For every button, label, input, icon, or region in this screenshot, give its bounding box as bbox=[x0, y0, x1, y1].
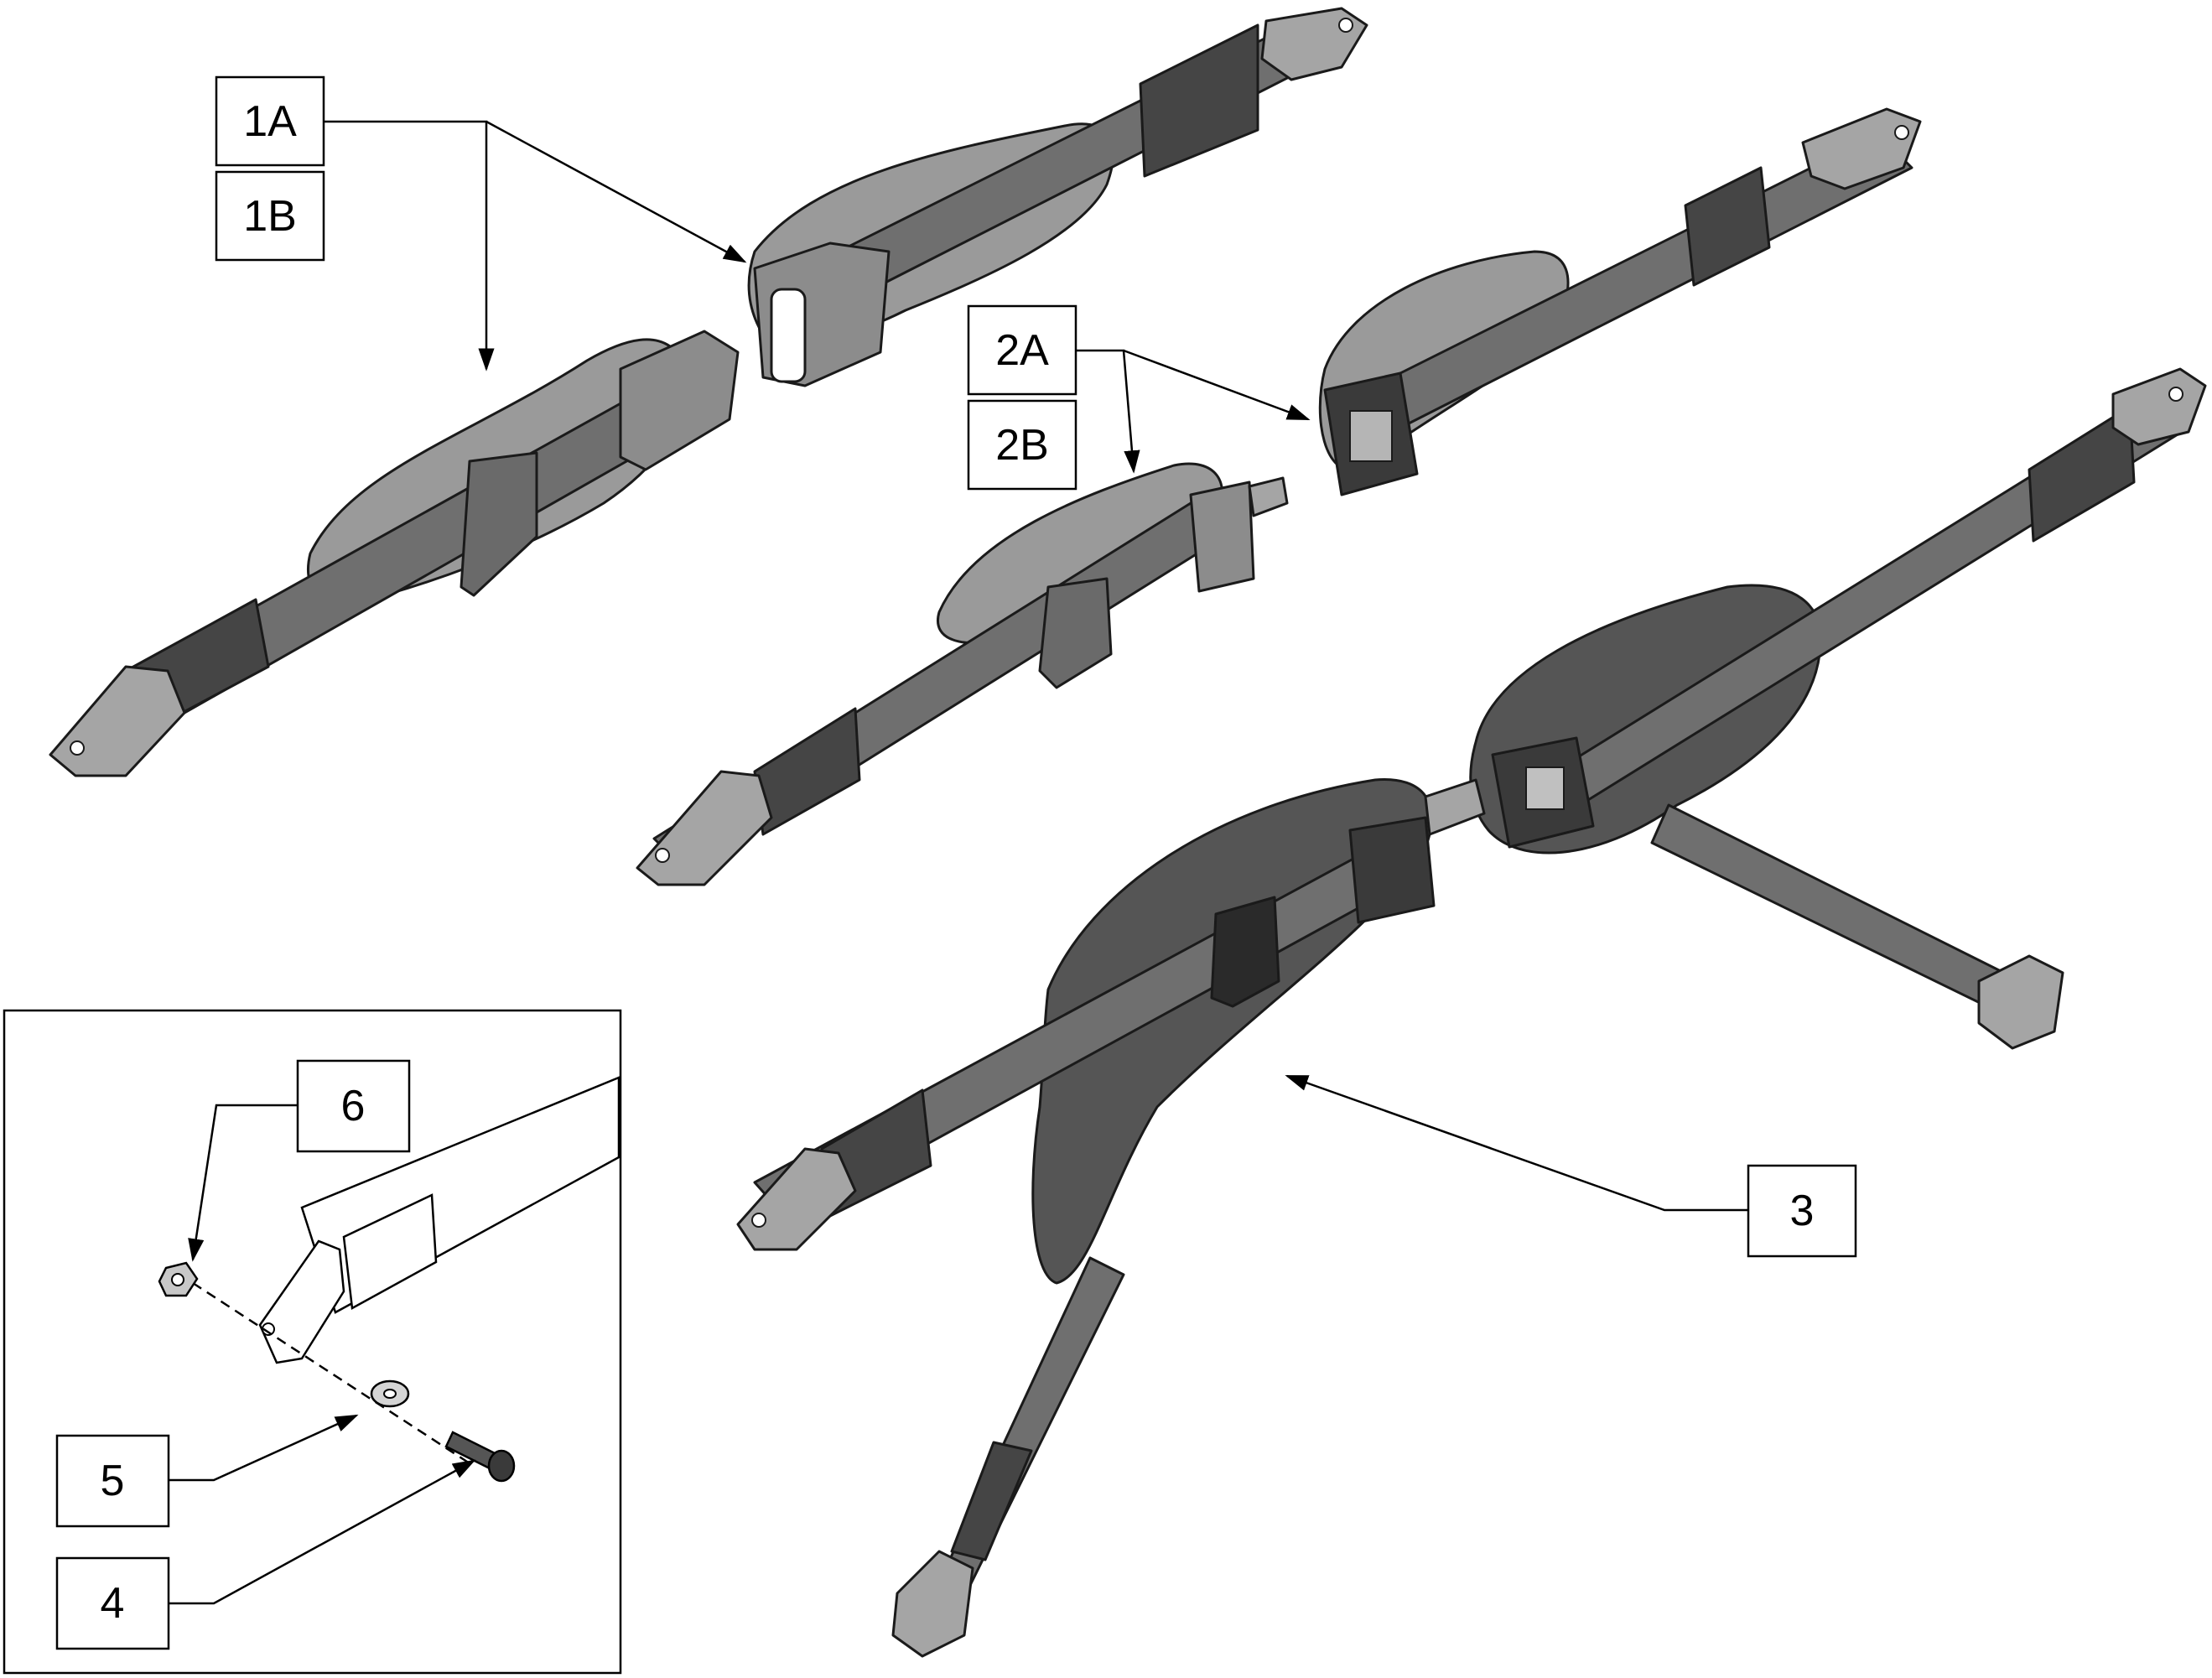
nut-part-6 bbox=[158, 1261, 199, 1297]
part-3-harness bbox=[736, 367, 2207, 1658]
callout-4: 4 bbox=[55, 1556, 170, 1650]
callout-6: 6 bbox=[296, 1059, 411, 1153]
callout-6-label: 6 bbox=[341, 1082, 366, 1130]
washer-part-5 bbox=[370, 1379, 410, 1408]
callout-1a: 1A bbox=[215, 75, 325, 167]
part-2-receiver-strap bbox=[1318, 107, 1922, 496]
part-1-female-buckle-strap bbox=[49, 330, 740, 777]
part-1-male-buckle-strap bbox=[747, 7, 1368, 387]
callout-5: 5 bbox=[55, 1434, 170, 1528]
callout-2a-label: 2A bbox=[995, 326, 1049, 375]
callout-3-label: 3 bbox=[1790, 1187, 1815, 1235]
callout-2b: 2B bbox=[967, 399, 1077, 491]
screw-part-4 bbox=[444, 1431, 516, 1483]
callout-3: 3 bbox=[1747, 1164, 1857, 1258]
part-2-latch-strap bbox=[636, 462, 1289, 886]
callout-2b-label: 2B bbox=[995, 421, 1049, 470]
callout-4-label: 4 bbox=[101, 1579, 125, 1628]
callout-1a-label: 1A bbox=[243, 97, 297, 146]
callout-1b: 1B bbox=[215, 170, 325, 262]
leader-lines bbox=[168, 120, 1748, 1605]
callout-5-label: 5 bbox=[101, 1457, 125, 1505]
callout-2a: 2A bbox=[967, 304, 1077, 396]
callout-1b-label: 1B bbox=[243, 192, 297, 241]
